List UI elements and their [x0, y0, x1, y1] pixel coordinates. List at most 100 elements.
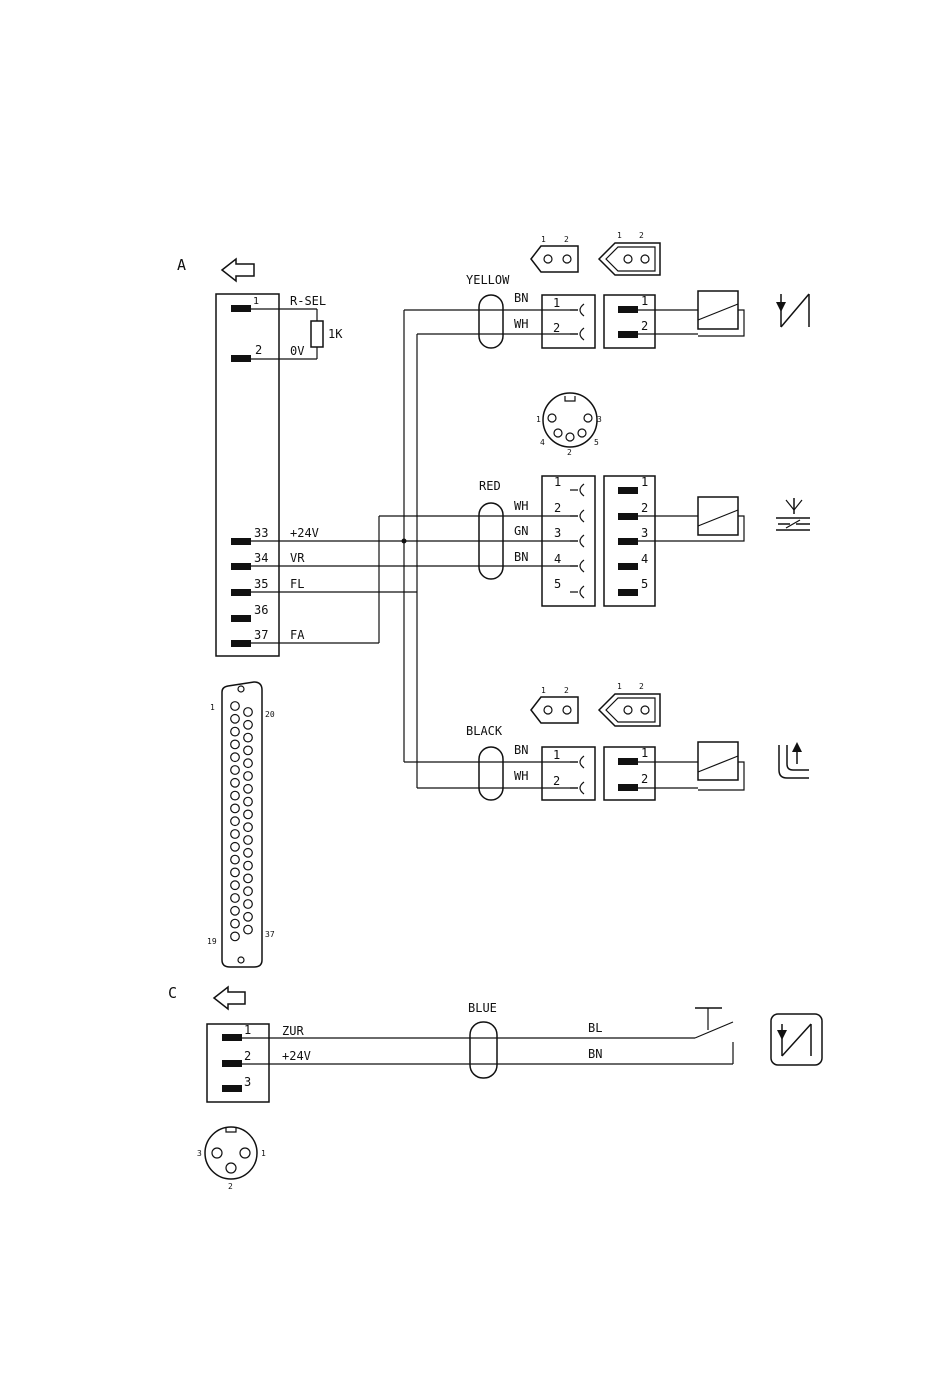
- dsub-pin-hole: [244, 874, 253, 883]
- dsub-pin-hole: [244, 823, 253, 832]
- svg-text:34: 34: [254, 551, 268, 565]
- svg-text:1: 1: [554, 475, 561, 489]
- dsub37-connector: 1 20 19 37: [207, 682, 275, 967]
- svg-text:1: 1: [553, 748, 560, 762]
- svg-text:3: 3: [641, 526, 648, 540]
- round3-connector-icon: 3 1 2: [197, 1127, 266, 1191]
- dsub-pin-hole: [231, 817, 240, 826]
- svg-text:1: 1: [244, 1023, 251, 1037]
- svg-text:BN: BN: [514, 291, 528, 305]
- svg-text:1: 1: [641, 746, 648, 760]
- blue-cable: BLUE BL BN: [242, 1001, 733, 1078]
- svg-text:2: 2: [553, 321, 560, 335]
- dsub-pin-hole: [244, 900, 253, 909]
- svg-text:20: 20: [265, 710, 275, 719]
- svg-text:1: 1: [253, 296, 259, 307]
- dsub-pin-hole: [231, 919, 240, 928]
- svg-text:1: 1: [617, 682, 622, 691]
- dsub-pin-hole: [244, 913, 253, 922]
- yellow-socket: 1 2: [542, 295, 595, 348]
- dsub-pin-hole: [231, 727, 240, 736]
- black-plug: 1 2: [604, 746, 655, 800]
- knife-down-icon: [776, 294, 809, 327]
- push-button-switch: [695, 1008, 733, 1064]
- thread-sensor-icon: [776, 498, 810, 530]
- svg-text:2: 2: [639, 231, 644, 240]
- dsub-pin-hole: [244, 925, 253, 934]
- svg-text:5: 5: [594, 438, 599, 447]
- svg-text:3: 3: [554, 526, 561, 540]
- svg-text:2: 2: [567, 448, 572, 457]
- dsub-pin-hole: [244, 810, 253, 819]
- svg-text:BN: BN: [588, 1047, 602, 1061]
- svg-text:4: 4: [554, 552, 561, 566]
- dsub-pin-hole: [231, 907, 240, 916]
- svg-text:37: 37: [265, 930, 275, 939]
- red-cable: RED WH GN BN: [479, 479, 528, 579]
- dsub-pin-hole: [244, 849, 253, 858]
- dsub-pin-hole: [231, 766, 240, 775]
- dsub-pin-hole: [244, 836, 253, 845]
- svg-text:3: 3: [197, 1149, 202, 1158]
- svg-text:2: 2: [554, 501, 561, 515]
- dsub-pin-hole: [244, 708, 253, 717]
- dsub-pin-hole: [244, 772, 253, 781]
- dsub-pin-hole: [231, 881, 240, 890]
- dsub-pin-hole: [231, 740, 240, 749]
- dsub-pin-hole: [231, 830, 240, 839]
- svg-text:2: 2: [244, 1049, 251, 1063]
- dsub-pin-hole: [231, 779, 240, 788]
- svg-text:19: 19: [207, 937, 217, 946]
- dsub-pin-hole: [231, 753, 240, 762]
- dsub-pin-hole: [231, 855, 240, 864]
- svg-text:36: 36: [254, 603, 268, 617]
- dsub-pin-hole: [231, 791, 240, 800]
- black-switch: [638, 742, 744, 790]
- dsub-pin-hole: [244, 759, 253, 768]
- svg-text:WH: WH: [514, 499, 528, 513]
- svg-text:2: 2: [641, 319, 648, 333]
- svg-text:BN: BN: [514, 743, 528, 757]
- svg-text:1: 1: [617, 231, 622, 240]
- svg-text:BL: BL: [588, 1021, 602, 1035]
- yellow-switch: [638, 291, 744, 336]
- svg-text:1: 1: [541, 686, 546, 695]
- svg-text:1: 1: [261, 1149, 266, 1158]
- dsub-pin-hole: [231, 804, 240, 813]
- svg-text:YELLOW: YELLOW: [466, 273, 510, 287]
- dsub-pin-hole: [244, 785, 253, 794]
- svg-text:35: 35: [254, 577, 268, 591]
- dsub-pin-hole: [231, 868, 240, 877]
- red-switch: [638, 497, 744, 541]
- svg-text:ZUR: ZUR: [282, 1024, 304, 1038]
- yellow-connector-face-icons: 1 2 1 2: [531, 231, 660, 275]
- arrow-left-icon-c: [214, 987, 245, 1009]
- black-socket: 1 2: [542, 747, 595, 800]
- svg-text:1: 1: [210, 703, 215, 712]
- dsub-pin-hole: [244, 797, 253, 806]
- svg-text:1: 1: [536, 415, 541, 424]
- svg-text:0V: 0V: [290, 344, 304, 358]
- svg-text:WH: WH: [514, 769, 528, 783]
- svg-text:2: 2: [641, 501, 648, 515]
- lift-up-icon: [779, 742, 809, 778]
- svg-text:1: 1: [641, 294, 648, 308]
- svg-text:2: 2: [564, 686, 569, 695]
- svg-text:+24V: +24V: [282, 1049, 311, 1063]
- dsub-pin-hole: [231, 932, 240, 941]
- svg-text:1: 1: [553, 296, 560, 310]
- main-connector: [216, 294, 279, 656]
- svg-text:33: 33: [254, 526, 268, 540]
- svg-text:FL: FL: [290, 577, 304, 591]
- svg-text:2: 2: [564, 235, 569, 244]
- svg-text:BLACK: BLACK: [466, 724, 503, 738]
- svg-text:2: 2: [641, 772, 648, 786]
- dsub-pin-hole: [244, 887, 253, 896]
- svg-text:4: 4: [641, 552, 648, 566]
- svg-text:RED: RED: [479, 479, 501, 493]
- svg-text:2: 2: [255, 343, 262, 357]
- svg-text:1: 1: [541, 235, 546, 244]
- section-label-c: C: [168, 984, 177, 1002]
